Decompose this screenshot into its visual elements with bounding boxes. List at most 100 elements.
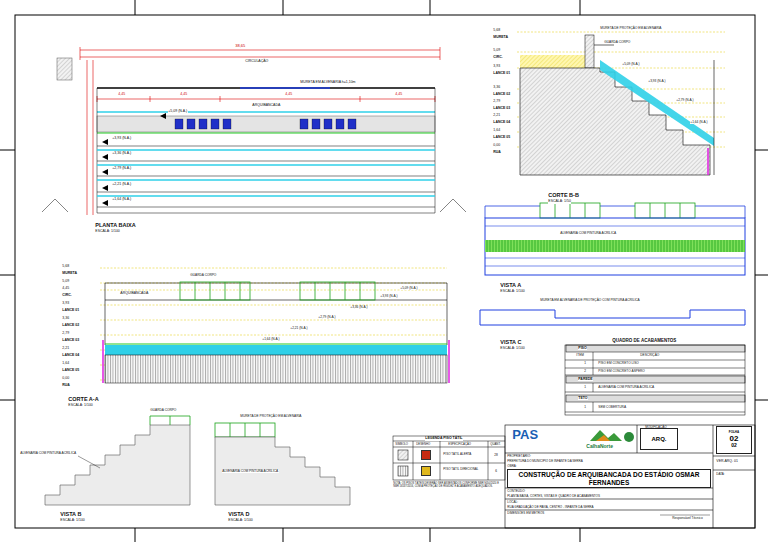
corte-b-b-shape	[594, 45, 614, 46]
planta-baixa-shape-shape	[199, 119, 207, 129]
view-title: LANCE 05	[62, 369, 80, 373]
planta-baixa-shape-shape	[80, 57, 440, 58]
drawing-label: MURETA DE PROTEÇÃO EM ALVENARIA	[240, 415, 302, 418]
drawing-label: DIMENSÕES EM METROS	[507, 512, 545, 515]
quadro-acabamentos-shape	[565, 360, 745, 361]
drawing-label: 4,45	[180, 93, 187, 97]
planta-baixa-shape-shape	[102, 185, 108, 191]
vista-d-shape-shape	[230, 423, 231, 437]
planta-baixa-shape-shape	[223, 119, 231, 129]
corte-a-a-shape-shape	[225, 282, 226, 300]
corte-a-a	[100, 268, 449, 383]
drawing-label: NOTA: OS PISOS TÁTEIS DEVERÃO SER ASSENT…	[393, 483, 504, 488]
quadro-acabamentos-shape	[565, 368, 745, 369]
vista-a-shape-shape	[665, 203, 666, 218]
vista-d-shape-shape	[260, 423, 261, 437]
planta-baixa-shape	[97, 116, 435, 132]
planta-baixa-shape-shape	[348, 119, 356, 129]
planta-baixa-shape-shape	[440, 47, 441, 60]
corte-a-a-shape-shape	[300, 282, 375, 300]
corte-b-b-shape-shape	[517, 32, 725, 33]
drawing-label: PISO EM CONCRETO LISO	[598, 362, 639, 365]
legenda-table-shape	[398, 450, 408, 460]
drawing-label: CIRCULAÇÃO	[245, 60, 269, 64]
vista-a-shape-shape	[570, 203, 571, 218]
vista-a-shape	[485, 206, 745, 218]
view-title: LANCE 01	[62, 309, 80, 313]
corte-a-a-shape-shape	[210, 282, 211, 300]
drawing-label: +1,64 (N.A.)	[112, 198, 132, 202]
planta-baixa-shape-shape	[175, 119, 183, 129]
legenda-table-shape	[488, 441, 489, 480]
drawing-label: DESENHO	[416, 443, 430, 446]
planta-baixa-shape-shape	[440, 199, 466, 212]
planta-baixa-shape-shape	[93, 60, 94, 215]
view-title: VISTA A	[500, 283, 521, 289]
drawing-label: +2,21 (N.A.)	[290, 327, 308, 330]
quadro-acabamentos-shape	[565, 345, 745, 415]
quadro-acabamentos-shape	[593, 352, 594, 375]
planta-baixa-shape-shape	[102, 139, 108, 145]
title-block-shape	[505, 510, 713, 511]
planta-baixa-shape-shape	[42, 199, 68, 212]
drawing-label: +5,09 (N.A.)	[168, 110, 188, 114]
vista-b-shape	[170, 416, 171, 425]
corte-a-a-shape	[102, 340, 104, 383]
drawing-label: CONTEÚDO:	[507, 490, 526, 493]
title-block-shape	[596, 435, 610, 441]
legend-swatch	[421, 466, 431, 476]
node-text: CONSTRUÇÃO DE ARQUIBANCADA DO ESTÁDIO OS…	[510, 471, 708, 485]
corte-a-a-shape-shape	[447, 283, 448, 345]
planta-baixa-shape	[97, 132, 435, 133]
drawing-label: ESCALA: 1/50	[548, 200, 571, 204]
drawing-label: ESCALA: 1/100	[500, 347, 525, 351]
title-block-shape	[660, 515, 710, 516]
corte-a-a-shape-shape	[100, 268, 447, 269]
corte-b-b-shape	[714, 60, 715, 175]
planta-baixa-shape-shape	[336, 119, 344, 129]
planta-baixa-shape-shape	[312, 119, 320, 129]
legenda-table-shape	[440, 441, 441, 480]
planta-baixa-shape-shape	[220, 96, 221, 102]
planta-baixa-shape-shape	[324, 119, 332, 129]
planta-baixa-shape-shape	[80, 50, 440, 51]
drawing-label: PISO EM CONCRETO ÁSPERO	[598, 370, 645, 373]
sheet-frame-shape	[135, 528, 136, 542]
vista-b-shape	[78, 456, 100, 468]
planta-baixa-shape	[80, 47, 440, 215]
vista-a-shape	[485, 226, 745, 266]
sheet-frame-shape	[430, 528, 431, 542]
legend-swatch	[421, 450, 431, 460]
sheet-frame-shape	[0, 400, 15, 401]
title-block-shape	[713, 456, 755, 457]
view-title: CIRC.	[62, 294, 72, 298]
view-title: RUA	[493, 151, 501, 155]
planta-baixa-shape	[42, 199, 466, 212]
vista-a-shape-shape	[745, 206, 746, 218]
title-block-cell: ARQ.	[640, 428, 678, 450]
vista-a-shape-shape	[695, 206, 745, 207]
vista-c-shape	[480, 310, 745, 325]
planta-baixa-shape-shape	[102, 154, 108, 160]
drawing-label: 3,93	[62, 302, 69, 306]
drawing-label: 3,36	[493, 86, 500, 90]
view-title: LANCE 04	[62, 354, 80, 358]
corte-b-b-shape	[600, 60, 714, 146]
vista-a-shape	[485, 240, 745, 252]
drawing-label: ITEM	[576, 354, 584, 357]
node-text: 02	[731, 443, 737, 449]
view-title: VISTA D	[228, 512, 250, 518]
corte-b-b-shape	[520, 55, 588, 68]
corte-a-a-shape-shape	[100, 290, 447, 291]
planta-baixa-shape-shape	[97, 207, 435, 208]
vista-b	[45, 416, 190, 505]
vista-a-shape-shape	[485, 226, 745, 227]
drawing-label: 4,45	[285, 93, 292, 97]
planta-baixa-shape	[102, 113, 166, 206]
drawing-label: MURETA EM ALVENARIA DE PROTEÇÃO COM PINT…	[540, 299, 640, 302]
corte-a-a-shape	[448, 340, 450, 383]
legenda-table	[393, 436, 505, 480]
drawing-label: QUANT.	[490, 443, 501, 446]
